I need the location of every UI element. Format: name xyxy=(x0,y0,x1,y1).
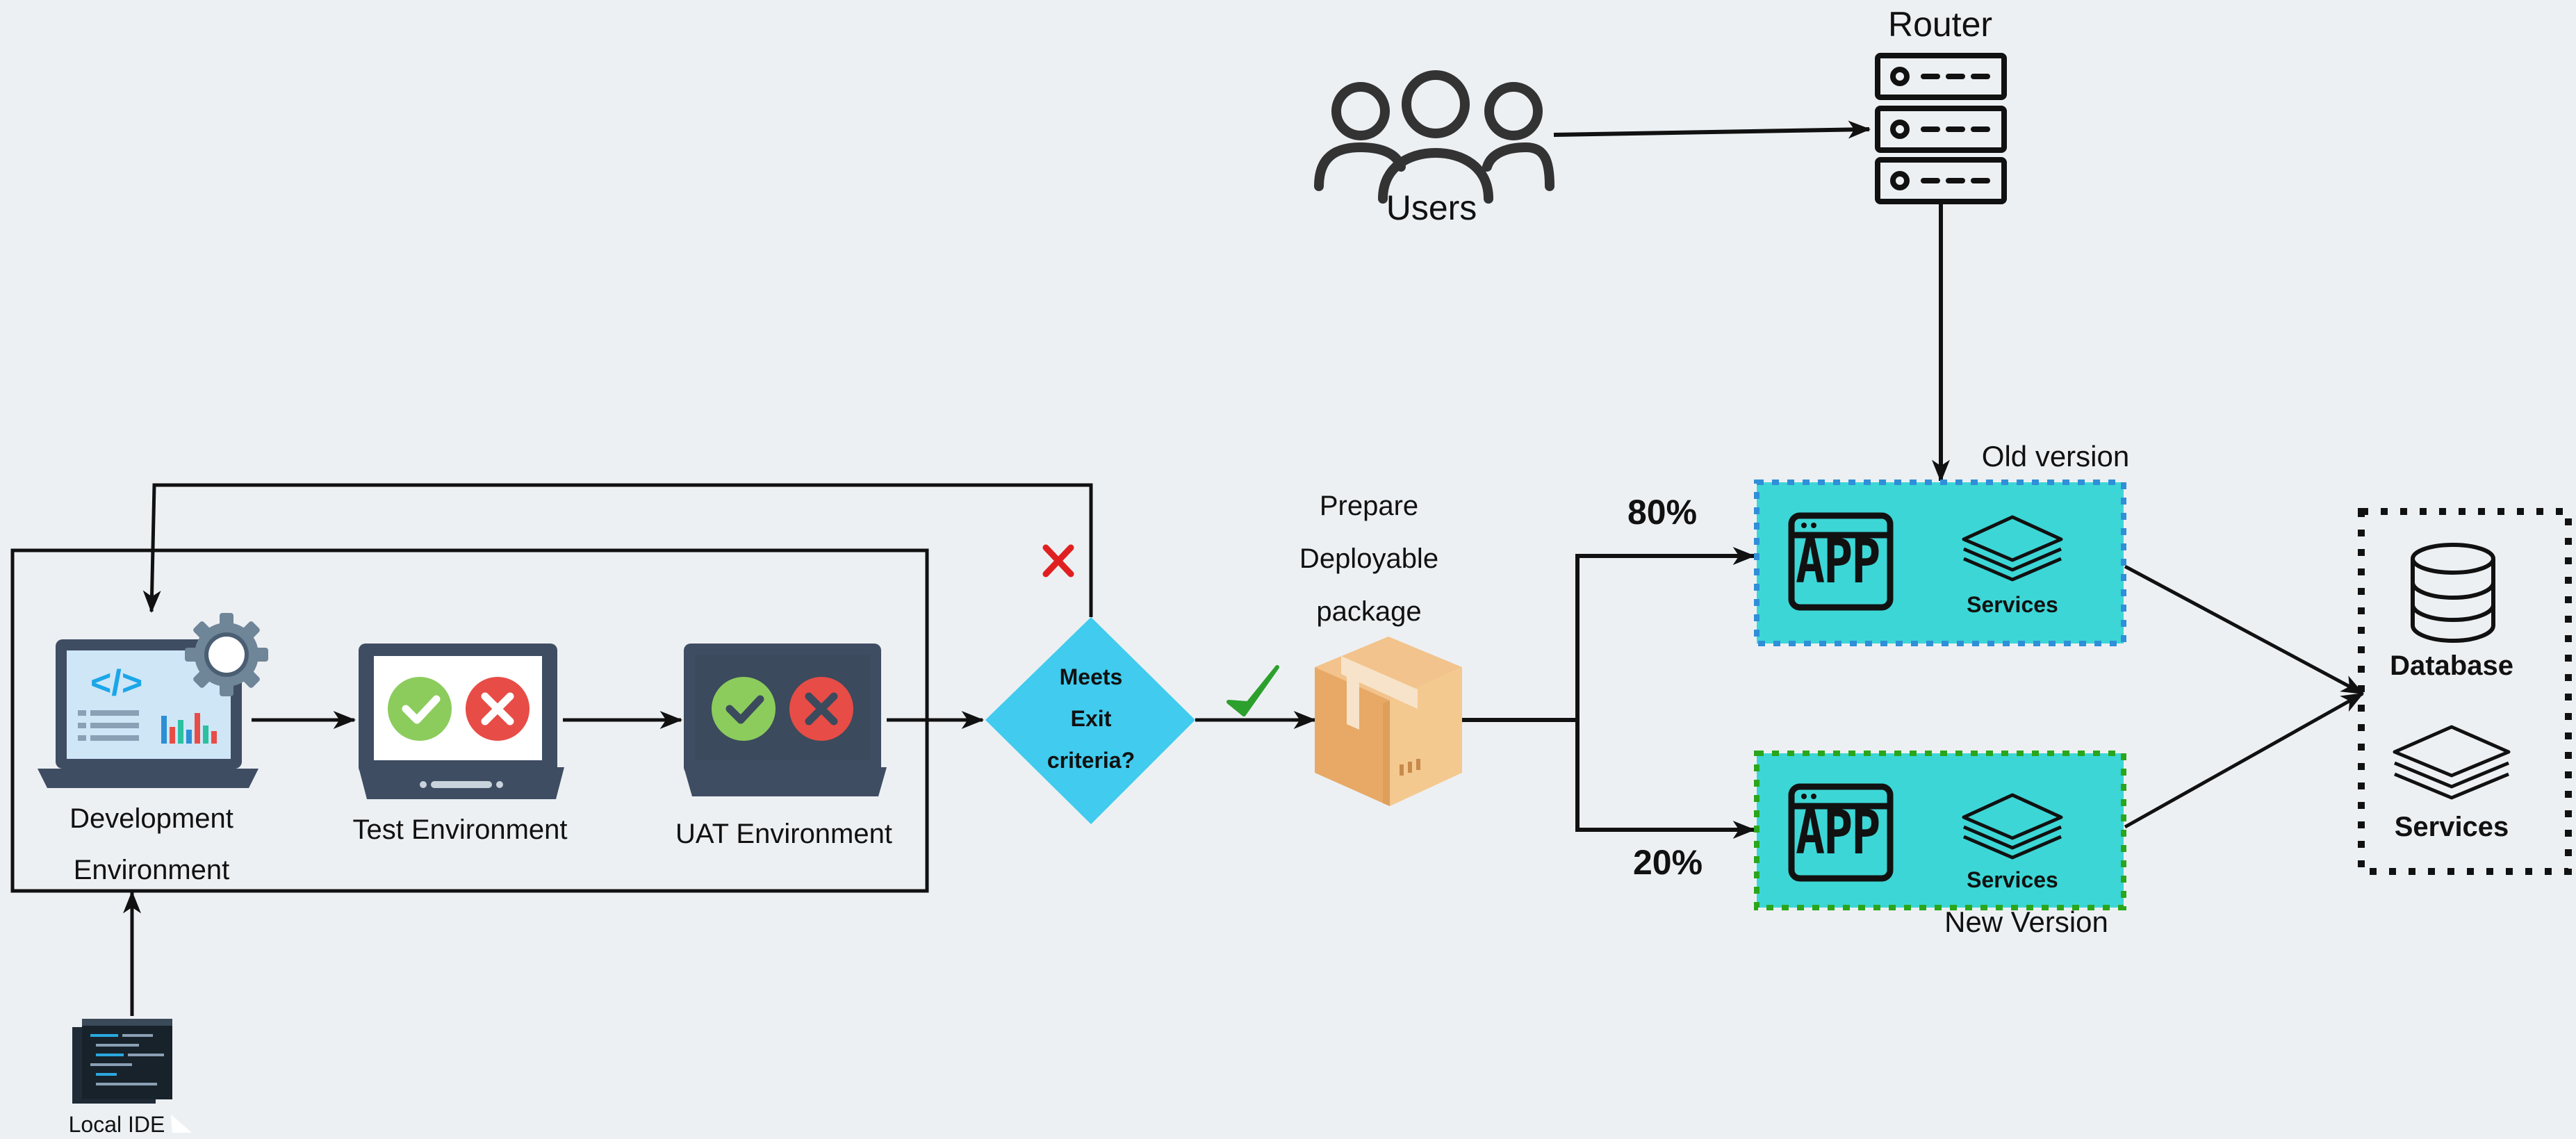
app-old-label: APP xyxy=(1796,525,1880,597)
ide-icon xyxy=(72,1019,192,1133)
services-db-label: Services xyxy=(2394,812,2509,842)
dev-env-label-2: Environment xyxy=(73,855,230,885)
layers-icon xyxy=(2393,725,2511,800)
database-group-box xyxy=(2358,508,2572,875)
prepare-label-2: Deployable xyxy=(1299,543,1439,574)
users-label: Users xyxy=(1386,188,1477,227)
feedback-loop-edge xyxy=(142,483,1093,617)
database-label: Database xyxy=(2390,650,2513,681)
box-icon xyxy=(1315,637,1462,806)
laptop-check-icon xyxy=(359,644,564,799)
split-to-old-edge xyxy=(1575,547,1756,720)
layers-icon xyxy=(1962,793,2063,860)
app-new-label: APP xyxy=(1796,796,1880,868)
app-icon xyxy=(1788,512,1894,611)
users-to-router-edge xyxy=(1553,120,1871,139)
layers-icon xyxy=(1962,515,2063,582)
split-new-pct: 20% xyxy=(1632,843,1703,882)
router-label: Router xyxy=(1887,5,1993,44)
svg-text:</>: </> xyxy=(90,663,142,703)
prepare-label-1: Prepare xyxy=(1319,491,1419,521)
app-icon xyxy=(1788,783,1894,882)
router-icon xyxy=(1875,53,2007,204)
local-ide-label: Local IDE xyxy=(68,1112,165,1137)
services-old-label: Services xyxy=(1967,592,2058,617)
new-version-label: New Version xyxy=(1944,906,2108,938)
gear-icon xyxy=(185,613,268,696)
users-icon xyxy=(1314,70,1554,204)
prepare-label-3: package xyxy=(1316,596,1422,627)
test-env-label: Test Environment xyxy=(352,814,568,845)
x-mark-icon xyxy=(1042,544,1074,577)
decision-diamond xyxy=(985,617,1195,824)
decision-label-1: Meets xyxy=(1059,664,1123,689)
old-version-label: Old version xyxy=(1981,440,2130,473)
split-old-pct: 80% xyxy=(1627,493,1698,532)
dev-env-label-1: Development xyxy=(69,803,233,834)
new-version-box xyxy=(1754,751,2126,910)
database-icon xyxy=(2411,543,2495,644)
split-to-new-edge xyxy=(1575,720,1756,839)
services-new-label: Services xyxy=(1967,867,2058,892)
old-version-box xyxy=(1754,480,2126,646)
uat-env-label: UAT Environment xyxy=(675,819,892,849)
laptop-check-icon xyxy=(684,644,887,796)
decision-label-3: criteria? xyxy=(1047,748,1135,773)
check-mark-icon xyxy=(1227,665,1279,716)
decision-label-2: Exit xyxy=(1070,706,1112,731)
old-to-db-edge xyxy=(2124,564,2364,696)
new-to-db-edge xyxy=(2124,691,2364,829)
